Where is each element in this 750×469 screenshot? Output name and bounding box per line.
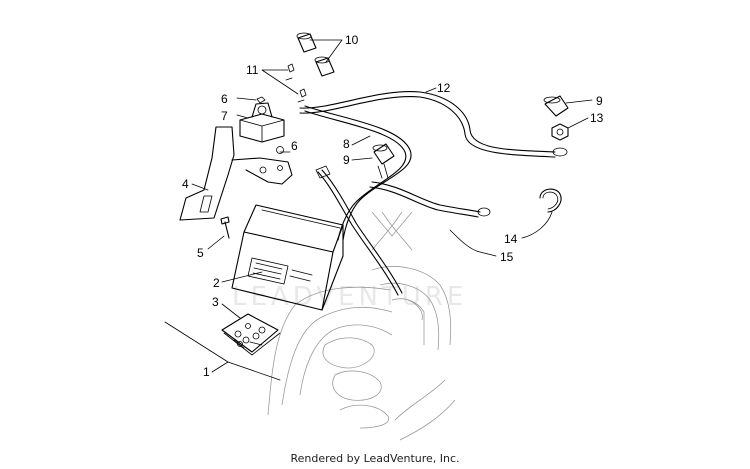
terminal-hardware — [256, 63, 307, 154]
callout-10: 10 — [345, 33, 359, 47]
callout-labels: 1 2 3 4 5 6 6 7 8 9 9 10 11 12 13 14 15 — [182, 33, 604, 379]
vehicle-body-outline — [267, 266, 456, 441]
callout-11: 11 — [246, 63, 259, 77]
hex-nut — [551, 123, 569, 141]
callout-12: 12 — [437, 81, 451, 95]
terminal-boots — [296, 32, 335, 77]
callout-9-middle: 9 — [343, 153, 350, 167]
callout-2: 2 — [213, 276, 220, 290]
callout-15: 15 — [500, 250, 514, 264]
callout-6-lower: 6 — [291, 139, 298, 153]
callout-6-upper: 6 — [221, 92, 228, 106]
callout-4: 4 — [182, 177, 189, 191]
cable-clip — [539, 188, 562, 213]
battery-bracket — [179, 126, 293, 221]
callout-13: 13 — [590, 111, 604, 125]
leader-lines — [191, 39, 593, 373]
callout-9-right: 9 — [596, 94, 603, 108]
callout-14: 14 — [504, 232, 518, 246]
terminal-boot-right — [543, 95, 569, 117]
ground-cable — [315, 165, 403, 296]
battery-cable-15 — [369, 181, 491, 218]
battery — [231, 204, 344, 311]
callout-7: 7 — [221, 109, 228, 123]
battery-tray — [221, 313, 281, 356]
callout-3: 3 — [212, 295, 219, 309]
battery-cable-12 — [299, 90, 568, 158]
bolt — [220, 216, 230, 239]
terminal-boot-middle — [372, 143, 395, 179]
callout-8: 8 — [343, 137, 350, 151]
solenoid — [239, 102, 285, 143]
footer-credit: Rendered by LeadVenture, Inc. — [290, 452, 460, 465]
callout-5: 5 — [197, 246, 204, 260]
callout-1: 1 — [203, 365, 210, 379]
